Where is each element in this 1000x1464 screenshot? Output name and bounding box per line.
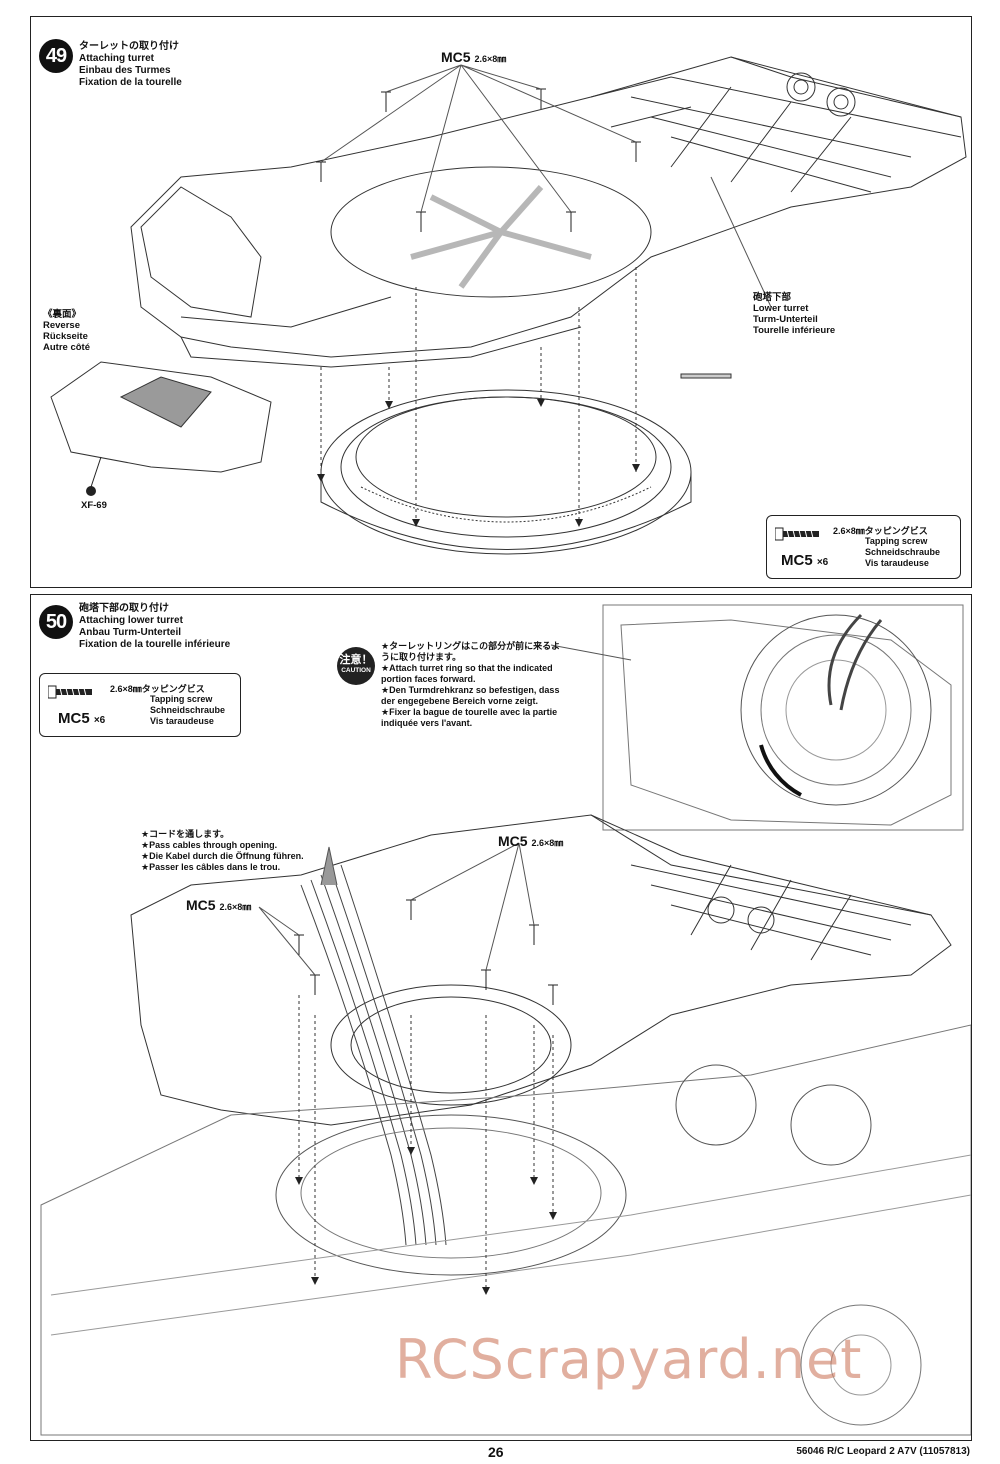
- step-49-title-en: Attaching turret: [79, 53, 154, 64]
- step-50-title-ja: 砲塔下部の取り付け: [79, 603, 169, 614]
- screw-name-fr: Vis taraudeuse: [150, 716, 214, 726]
- page-number: 26: [488, 1444, 504, 1460]
- step-50-titles: 砲塔下部の取り付け Attaching lower turret Anbau T…: [79, 603, 230, 651]
- step-50-title-fr: Fixation de la tourelle inférieure: [79, 639, 231, 650]
- lower-turret-ja: 砲塔下部: [753, 292, 792, 303]
- reverse-ja: 《裏面》: [43, 309, 82, 320]
- cable-note: ★コードを通します。 ★Pass cables through opening.…: [141, 829, 304, 873]
- screw-qty: ×6: [816, 557, 829, 568]
- screw-names: Tapping screw Schneidschraube Vis taraud…: [150, 694, 225, 727]
- step-49-title-ja: ターレットの取り付け: [79, 41, 179, 52]
- document-id: 56046 R/C Leopard 2 A7V (11057813): [796, 1446, 970, 1457]
- screw-name-de: Schneidschraube: [150, 705, 226, 715]
- screw-code-text: MC5: [58, 710, 90, 727]
- lower-turret-fr: Tourelle inférieure: [753, 325, 836, 336]
- lower-turret-de: Turm-Unterteil: [753, 314, 818, 325]
- watermark: RCScrapyard.net: [395, 1328, 863, 1391]
- caution-text: ★ターレットリングはこの部分が前に来るように取り付けます。 ★Attach tu…: [381, 641, 561, 729]
- step-49-title-de: Einbau des Turmes: [79, 65, 171, 76]
- screw-size: 2.6×8㎜タッピングビス: [110, 684, 205, 694]
- step-50-mc5-callout-left: MC5 2.6×8㎜: [186, 897, 251, 913]
- screw-names: Tapping screw Schneidschraube Vis taraud…: [865, 536, 940, 569]
- screw-name-de: Schneidschraube: [865, 547, 941, 557]
- reverse-de: Rückseite: [43, 331, 88, 342]
- step-49-panel: 49 ターレットの取り付け Attaching turret Einbau de…: [30, 16, 972, 588]
- paint-code-xf69: XF-69: [81, 500, 107, 511]
- screw-name-en: Tapping screw: [865, 536, 928, 546]
- step-50-mc5-callout-right: MC5 2.6×8㎜: [498, 833, 563, 849]
- caution-ja: ★ターレットリングはこの部分が前に来るように取り付けます。: [381, 641, 561, 662]
- lower-turret-en: Lower turret: [753, 303, 809, 314]
- mc5-size: 2.6×8㎜: [474, 54, 507, 64]
- step-50-title-de: Anbau Turm-Unterteil: [79, 627, 182, 638]
- reverse-en: Reverse: [43, 320, 80, 331]
- screw-name-en: Tapping screw: [150, 694, 213, 704]
- mc5-code: MC5: [186, 897, 216, 913]
- cable-note-ja: ★コードを通します。: [141, 829, 230, 839]
- reverse-fr: Autre côté: [43, 342, 90, 353]
- cable-note-de: ★Die Kabel durch die Öffnung führen.: [141, 851, 304, 861]
- screw-size: 2.6×8㎜タッピングビス: [833, 526, 928, 536]
- step-50-badge: 50: [39, 605, 73, 639]
- reverse-label: 《裏面》 Reverse Rückseite Autre côté: [43, 309, 90, 353]
- step-49-titles: ターレットの取り付け Attaching turret Einbau des T…: [79, 41, 182, 89]
- caution-icon-ja: 注意！: [339, 654, 373, 666]
- lower-turret-label: 砲塔下部 Lower turret Turm-Unterteil Tourell…: [753, 292, 835, 336]
- screw-qty: ×6: [93, 715, 106, 726]
- step-49-mc5-callout: MC5 2.6×8㎜: [441, 49, 506, 65]
- mc5-code: MC5: [498, 833, 528, 849]
- step-49-illustration: [50, 56, 967, 555]
- screw-code-text: MC5: [781, 552, 813, 569]
- tapping-screw-icon: [775, 527, 819, 541]
- step-49-screw-box: 2.6×8㎜タッピングビス Tapping screw Schneidschra…: [766, 515, 961, 579]
- screw-name-fr: Vis taraudeuse: [865, 558, 929, 568]
- cable-note-en: ★Pass cables through opening.: [141, 840, 278, 850]
- caution-fr: ★Fixer la bague de tourelle avec la part…: [381, 707, 558, 728]
- screw-code: MC5 ×6: [781, 552, 828, 569]
- step-50-panel: 50 砲塔下部の取り付け Attaching lower turret Anba…: [30, 594, 972, 1441]
- step-50-screw-box: 2.6×8㎜タッピングビス Tapping screw Schneidschra…: [39, 673, 241, 737]
- mc5-size: 2.6×8㎜: [531, 838, 564, 848]
- caution-de: ★Den Turmdrehkranz so befestigen, dass d…: [381, 685, 560, 706]
- step-49-title-fr: Fixation de la tourelle: [79, 77, 182, 88]
- screw-code: MC5 ×6: [58, 710, 105, 727]
- cable-note-fr: ★Passer les câbles dans le trou.: [141, 862, 281, 872]
- mc5-size: 2.6×8㎜: [219, 902, 252, 912]
- step-50-illustration: [40, 604, 971, 1436]
- step-50-title-en: Attaching lower turret: [79, 615, 183, 626]
- step-49-badge: 49: [39, 39, 73, 73]
- mc5-code: MC5: [441, 49, 471, 65]
- caution-en: ★Attach turret ring so that the indicate…: [381, 663, 553, 684]
- tapping-screw-icon: [48, 685, 92, 699]
- caution-icon-en: CAUTION: [341, 667, 371, 674]
- caution-icon: 注意！ CAUTION: [337, 647, 375, 685]
